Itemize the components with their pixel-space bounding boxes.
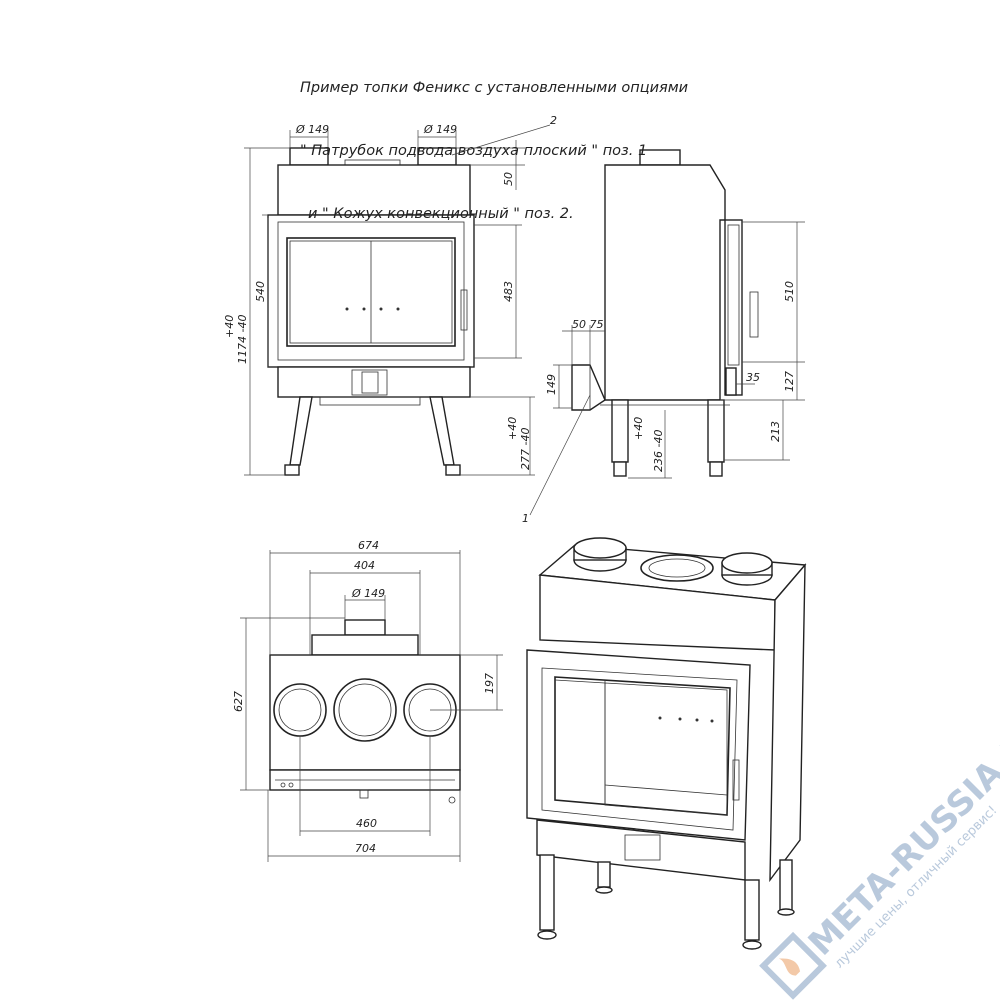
title-line-3: и " Кожух конвекционный " поз. 2. [308,206,574,222]
front-dim-leg: 277 -40 [519,428,532,470]
top-dim-627: 627 [232,691,245,712]
drawing-title: Пример топки Феникс с установленными опц… [300,36,688,246]
position-1-label: 1 [522,512,529,525]
front-view: Ø 149 Ø 149 2 50 483 540 +40 1174 -40 +4… [223,114,557,476]
front-diam-right-label: Ø 149 [423,123,457,136]
side-dim-50-75: 50 75 [572,318,604,331]
top-view: 674 404 Ø 149 627 197 460 704 [232,539,503,862]
top-dim-674: 674 [358,539,379,552]
front-dim-total-tol: +40 [223,315,236,338]
front-diam-left-label: Ø 149 [295,123,329,136]
front-dim-leg-tol: +40 [506,417,519,440]
front-dim-50: 50 [502,172,515,186]
title-line-2: " Патрубок подвода воздуха плоский " поз… [300,143,648,159]
top-dim-404: 404 [354,559,375,572]
position-2-label: 2 [550,114,557,127]
side-view: 50 75 149 510 127 35 213 +40 236 -40 1 [522,149,805,525]
front-dim-483: 483 [502,281,515,302]
front-dim-total: 1174 -40 [236,315,249,364]
top-dim-460: 460 [356,817,377,830]
title-line-1: Пример топки Феникс с установленными опц… [300,80,689,96]
logo-frame-icon [759,931,827,1000]
top-diam-label: Ø 149 [351,587,385,600]
side-dim-213: 213 [769,421,782,442]
side-dim-127: 127 [783,371,796,392]
isometric-view [526,537,807,950]
side-dim-35: 35 [746,371,760,384]
top-dim-197: 197 [483,673,496,694]
front-dim-540: 540 [254,281,267,302]
top-dim-704: 704 [355,842,376,855]
side-dim-leg-tol: +40 [632,417,645,440]
side-dim-leg: 236 -40 [652,430,665,472]
side-dim-149: 149 [545,374,558,395]
side-dim-510: 510 [783,281,796,302]
flame-icon [778,958,801,976]
